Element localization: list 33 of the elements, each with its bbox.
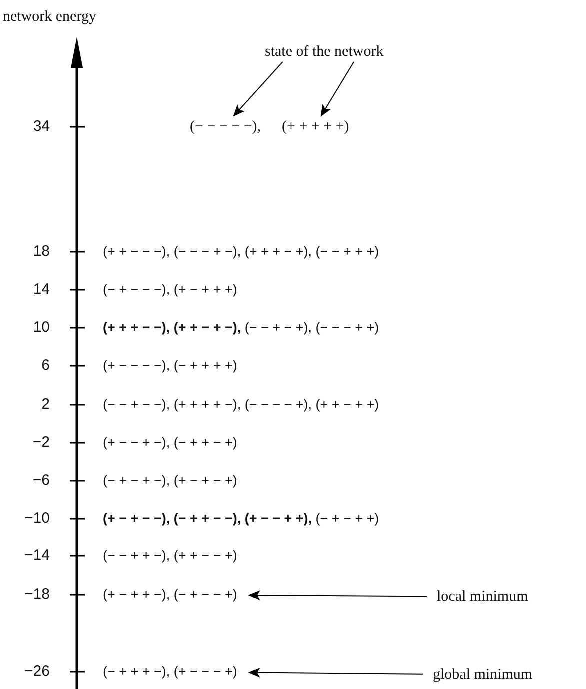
state-row: (+ − + − −), (− + + − −), (+ − − + +), (− + − + +): [103, 511, 380, 527]
state-row: (− + + + −), (+ − − − +): [103, 664, 238, 680]
tick-label: −10: [24, 511, 50, 527]
tick-label: 6: [40, 358, 50, 374]
arrow: [248, 590, 428, 601]
state-text: (+ + + + +): [282, 119, 350, 135]
state-row: (+ − + + −), (− + − − +): [103, 587, 238, 603]
state-row: (+ + − − −), (− − − + −), (+ + + − +), (− − + + +): [103, 244, 380, 260]
annotation-text: local minimum: [437, 589, 528, 605]
tick-label: −6: [32, 473, 50, 489]
tick-label: −14: [24, 548, 50, 564]
annotation-text: global minimum: [433, 667, 533, 683]
tick-label: 2: [40, 397, 50, 413]
state-row: (+ − − + −), (− + + − +): [103, 435, 238, 451]
arrow: [320, 62, 355, 117]
state-text: (− − − − −),: [190, 119, 262, 135]
tick-label: −2: [32, 435, 50, 451]
arrow: [233, 62, 284, 117]
state-row: (+ + + − −), (+ + − + −), (− − + − +), (− − − + +): [103, 320, 380, 336]
tick-label: 18: [32, 244, 50, 260]
state-row: (− + − + −), (+ − + − +): [103, 473, 238, 489]
tick-label: 14: [32, 282, 50, 298]
state-row: (+ − − − −), (− + + + +): [103, 358, 238, 374]
axis-title: network energy: [3, 9, 96, 25]
tick-label: −18: [24, 587, 50, 603]
state-row: (− − + − −), (+ + + + −), (− − − − +), (+ + − + +): [103, 397, 380, 413]
tick-label: −26: [24, 664, 50, 680]
state-row: (− + − − −), (+ − + + +): [103, 282, 238, 298]
state-row: (− − + + −), (+ + − − +): [103, 548, 238, 564]
tick-label: 34: [32, 119, 50, 135]
arrow: [248, 668, 424, 678]
tick-label: 10: [32, 320, 50, 336]
annotation-text: state of the network: [265, 44, 384, 60]
